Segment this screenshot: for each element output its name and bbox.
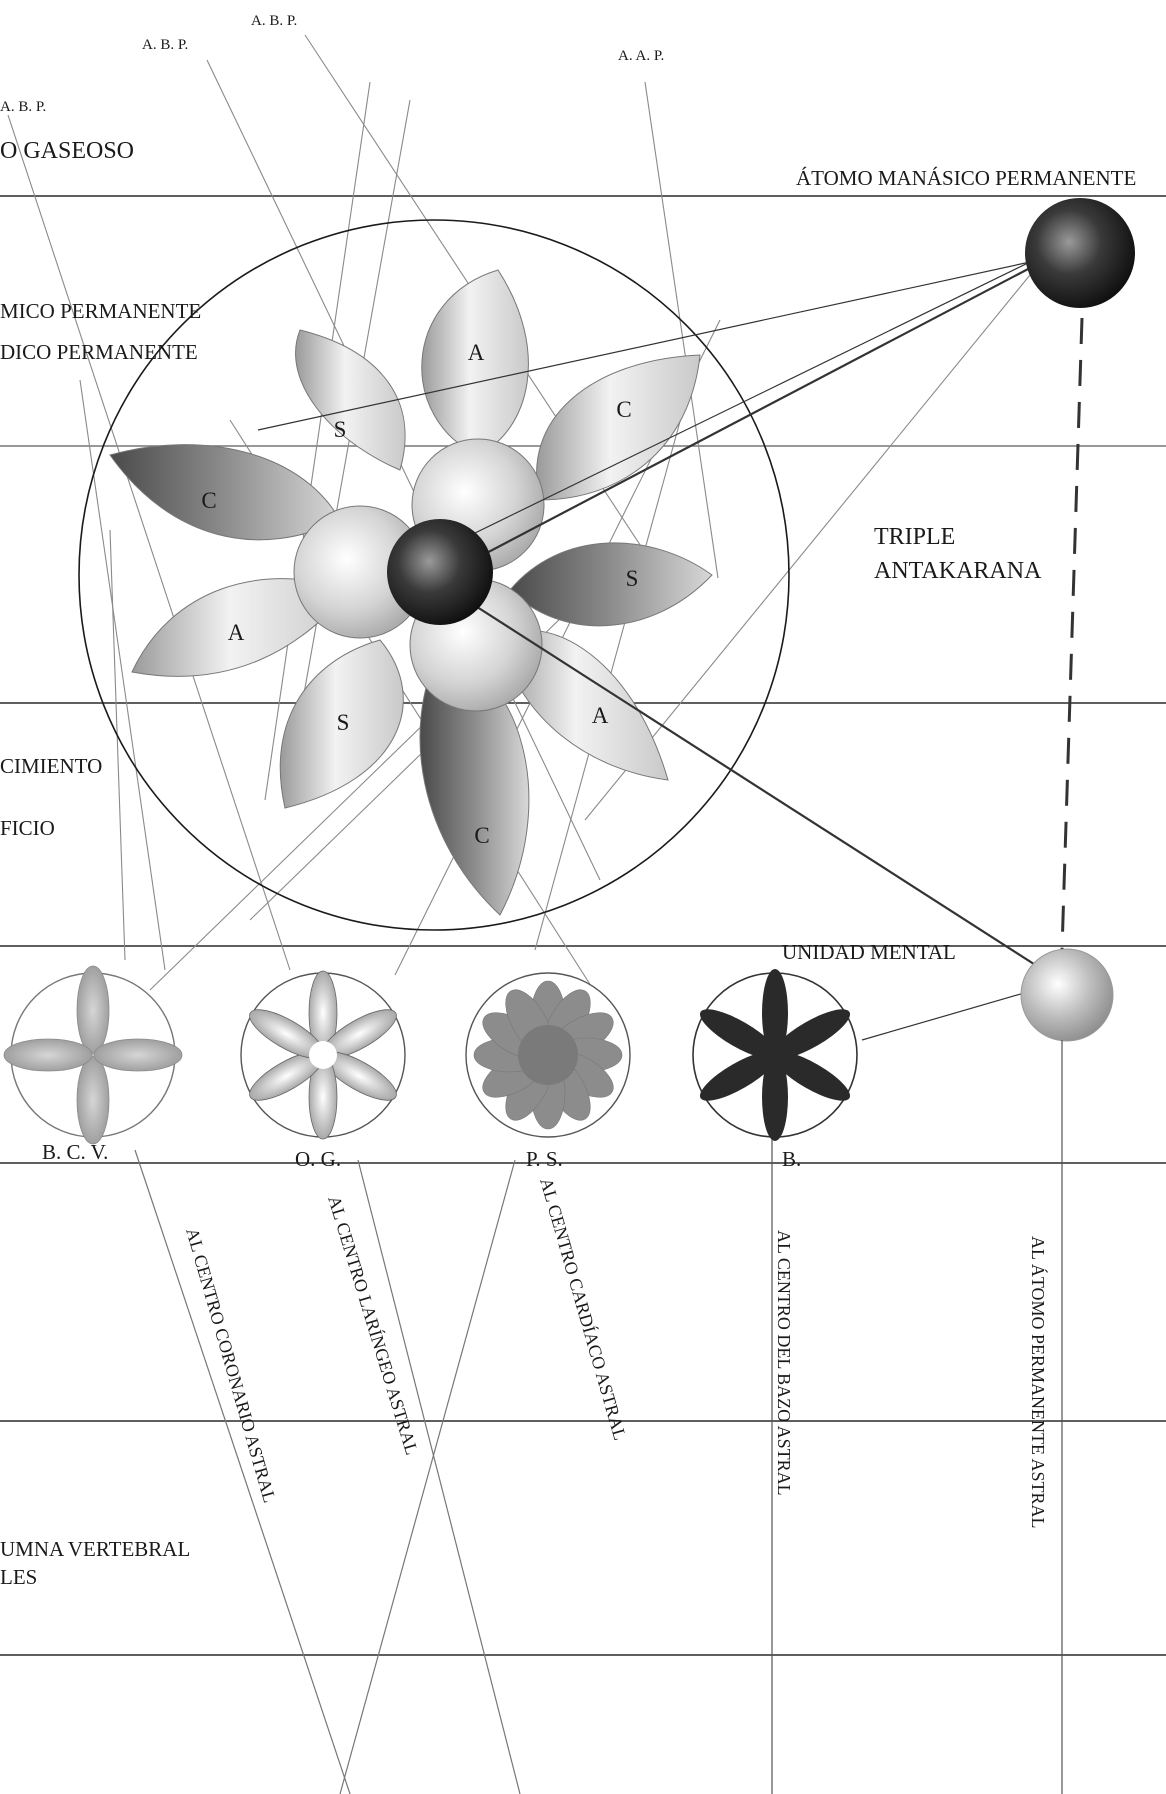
bcv-label: B. C. V. (42, 1140, 108, 1164)
vertical-labels: AL CENTRO CORONARIO ASTRAL AL CENTRO LAR… (182, 1175, 1049, 1528)
aap-label: A. A. P. (618, 48, 664, 64)
b-label: B. (782, 1147, 801, 1171)
dashed-connection (1062, 318, 1082, 950)
center-b (693, 969, 857, 1141)
petal-letter: A (468, 340, 485, 365)
petal-s-right (510, 543, 712, 626)
petal-letter: C (616, 397, 631, 422)
og-label: O. G. (295, 1147, 341, 1171)
antakarana-label: ANTAKARANA (874, 558, 1042, 584)
petal-c-left (110, 445, 340, 540)
center-petal (4, 1039, 92, 1071)
center-ps (466, 973, 630, 1137)
thin-line (645, 82, 718, 578)
lower-lines (135, 1040, 1062, 1794)
center-core (518, 1025, 578, 1085)
abp-label: A. B. P. (142, 37, 188, 53)
mental-unit-sphere (1021, 949, 1113, 1041)
unidad-mental-label: UNIDAD MENTAL (782, 940, 956, 964)
abp-label: A. B. P. (0, 99, 46, 115)
gaseoso-label: O GASEOSO (0, 138, 134, 164)
petal-c-topright (537, 355, 700, 500)
ficio-label: FICIO (0, 816, 55, 840)
les-label: LES (0, 1565, 37, 1589)
petal-letter: S (626, 566, 639, 591)
antakarana-line (475, 262, 1030, 533)
center-petal (94, 1039, 182, 1071)
cardiaco-label: AL CENTRO CARDÍACO ASTRAL (536, 1175, 631, 1442)
petal-letter: C (201, 488, 216, 513)
dico-label: DICO PERMANENTE (0, 340, 198, 364)
umna-label: UMNA VERTEBRAL (0, 1537, 190, 1561)
bazo-label: AL CENTRO DEL BAZO ASTRAL (774, 1230, 794, 1496)
center-og (241, 971, 405, 1139)
petal-letter: A (592, 703, 609, 728)
central-jewel (387, 519, 493, 625)
mico-label: MICO PERMANENTE (0, 299, 201, 323)
abp-label: A. B. P. (251, 13, 297, 29)
laringeo-label: AL CENTRO LARÍNGEO ASTRAL (324, 1193, 423, 1457)
petal-letter: S (334, 417, 347, 442)
astral-atom-label: AL ÁTOMO PERMANENTE ASTRAL (1028, 1236, 1049, 1529)
center-bcv (4, 966, 182, 1144)
manasic-atom-sphere (1025, 198, 1135, 308)
coronario-line (135, 1150, 350, 1794)
petal-letter: C (474, 823, 489, 848)
petal-letter: S (337, 710, 350, 735)
antakarana-line (435, 580, 1062, 982)
petal-letter: A (228, 620, 245, 645)
center-labels: B. C. V. O. G. P. S. B. (42, 1140, 801, 1171)
center-petal (77, 966, 109, 1054)
laringeo-line (358, 1160, 520, 1794)
cardiaco-line (340, 1160, 515, 1794)
ps-label: P. S. (526, 1147, 563, 1171)
thin-line (8, 115, 290, 970)
cimiento-label: CIMIENTO (0, 754, 102, 778)
coronario-label: AL CENTRO CORONARIO ASTRAL (182, 1226, 280, 1505)
manasic-atom-label: ÁTOMO MANÁSICO PERMANENTE (796, 166, 1136, 190)
petal-s-topleft (296, 330, 406, 470)
center-core (309, 1041, 337, 1069)
triple-label: TRIPLE (874, 524, 955, 550)
center-petal (77, 1056, 109, 1144)
top-labels: A. B. P. A. B. P. A. A. P. A. B. P. O GA… (0, 13, 1136, 1589)
